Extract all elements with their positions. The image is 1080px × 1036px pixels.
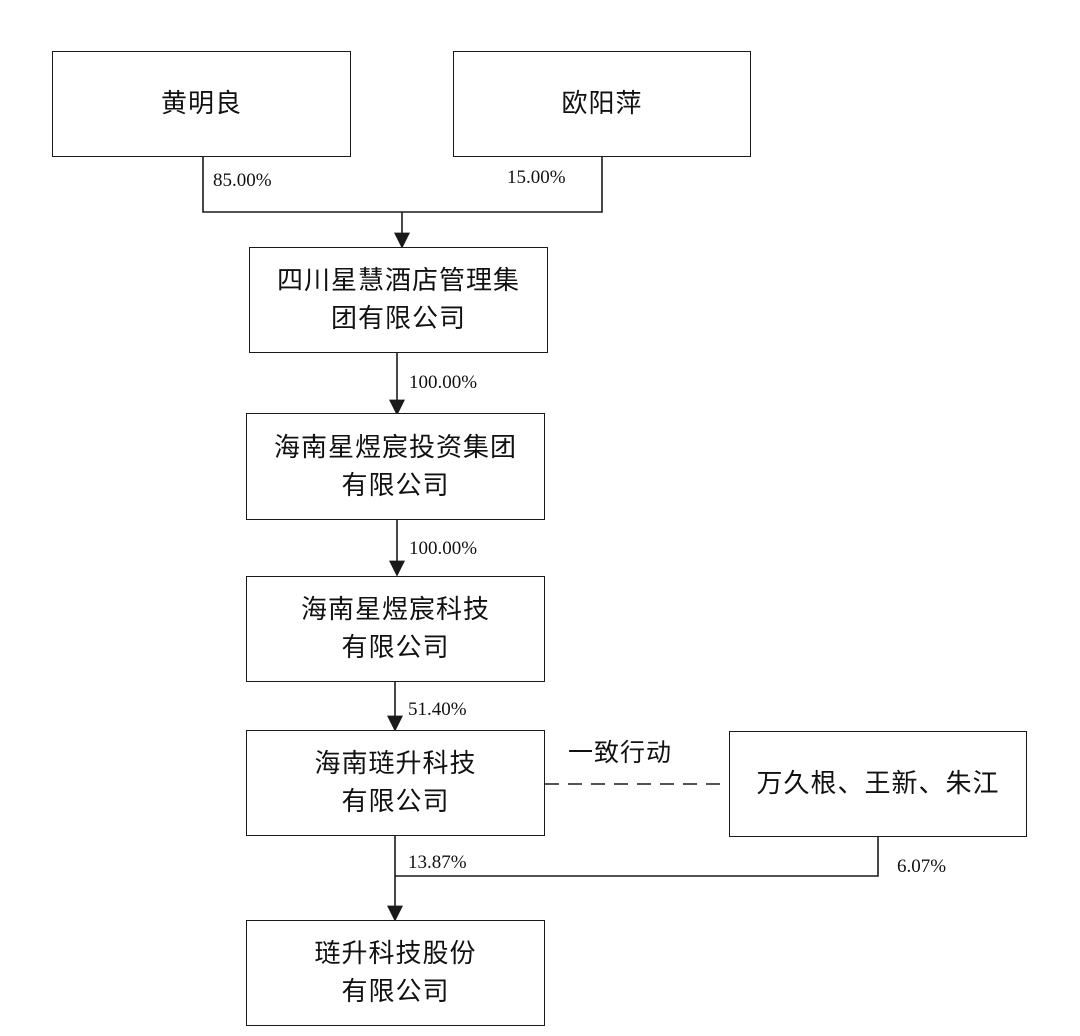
pct-invest-to-tech: 100.00% [409, 538, 478, 559]
entity-box-concert-persons: 万久根、王新、朱江 [729, 731, 1027, 837]
connector-concert-to-shares [395, 836, 879, 877]
pct-ouyang-to-sichuan: 15.00% [507, 167, 566, 188]
entity-name-line-1: 海南星煜宸科技 [300, 595, 490, 625]
pct-tech-to-liansheng: 51.40% [408, 699, 467, 720]
acting-in-concert-label: 一致行动 [568, 738, 673, 767]
entity-box-huang-mingliang: 黄明良 [52, 51, 351, 157]
entity-name-line-2: 有限公司 [341, 633, 450, 663]
entity-box-hainan-liansheng-technology: 海南琏升科技 有限公司 [246, 730, 545, 836]
entity-name-line-2: 有限公司 [341, 470, 450, 501]
entity-name-line-1: 海南星煜宸投资集团 [273, 432, 517, 463]
entity-box-liansheng-shares: 琏升科技股份 有限公司 [246, 920, 545, 1026]
pct-liansheng-to-shares: 13.87% [408, 852, 467, 873]
entity-name-line-2: 有限公司 [341, 977, 450, 1007]
entity-name: 黄明良 [160, 89, 242, 119]
pct-concert-to-shares: 6.07% [897, 856, 947, 877]
entity-name: 欧阳萍 [561, 89, 643, 119]
entity-box-hainan-xingyuchen-investment: 海南星煜宸投资集团 有限公司 [246, 413, 545, 520]
entity-box-hainan-xingyuchen-technology: 海南星煜宸科技 有限公司 [246, 576, 545, 682]
entity-name-line-2: 有限公司 [341, 787, 450, 817]
entity-box-ouyang-ping: 欧阳萍 [453, 51, 751, 157]
pct-huang-to-sichuan: 85.00% [213, 170, 272, 191]
entity-name: 万久根、王新、朱江 [756, 769, 1000, 799]
pct-sichuan-to-invest: 100.00% [409, 372, 478, 393]
entity-box-sichuan-xinghui: 四川星慧酒店管理集 团有限公司 [249, 247, 548, 353]
entity-name-line-2: 团有限公司 [330, 304, 466, 334]
entity-name-line-1: 四川星慧酒店管理集 [276, 266, 520, 296]
entity-name-line-1: 海南琏升科技 [314, 749, 477, 779]
entity-name-line-1: 琏升科技股份 [314, 939, 477, 969]
